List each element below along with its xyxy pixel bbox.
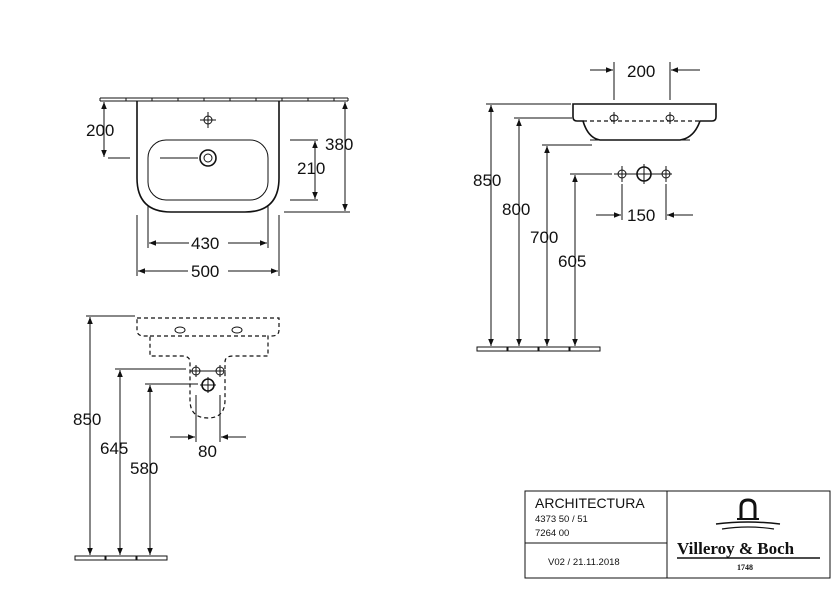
dim-430-top: 430	[191, 234, 219, 253]
brand-logo: Villeroy & Boch 1748	[677, 498, 820, 572]
basin-outline-top	[136, 101, 280, 213]
floor-line-side	[74, 555, 168, 561]
dim-800-front: 800	[502, 200, 530, 219]
tap-hole-top	[200, 112, 216, 128]
front-view: 200 150 850 800	[473, 62, 717, 352]
version-date: V02 / 21.11.2018	[548, 557, 620, 568]
dim-380-top: 380	[325, 135, 353, 154]
dim-580-side: 580	[130, 459, 158, 478]
supply-holes-side	[190, 365, 226, 393]
fixing-holes-front	[609, 112, 675, 124]
fixing-holes-side	[174, 326, 243, 334]
brand-name: Villeroy & Boch	[677, 539, 795, 558]
dim-80-side: 80	[198, 442, 217, 461]
basin-bowl-top	[147, 139, 269, 201]
dim-850-front: 850	[473, 171, 501, 190]
dim-200-top: 200	[86, 121, 114, 140]
dim-645-side: 645	[100, 439, 128, 458]
dim-500-top: 500	[191, 262, 219, 281]
dim-605-front: 605	[558, 252, 586, 271]
dim-850-side: 850	[73, 410, 101, 429]
supply-holes-front	[614, 164, 672, 184]
dim-200-front: 200	[627, 62, 655, 81]
brand-year: 1748	[737, 563, 753, 572]
article-numbers: 4373 50 / 51	[535, 514, 588, 525]
article-code: 7264 00	[535, 528, 569, 539]
basin-outline-front	[572, 103, 717, 141]
top-view: 200 380 210 430 500	[86, 97, 353, 281]
title-block: ARCHITECTURA 4373 50 / 51 7264 00 V02 / …	[524, 490, 831, 579]
wall-line-top	[99, 97, 349, 102]
drain-top	[160, 149, 217, 167]
side-view: 850 645 580 80	[73, 315, 280, 561]
dim-150-front: 150	[627, 206, 655, 225]
basin-outline-side	[136, 317, 280, 419]
dim-700-front: 700	[530, 228, 558, 247]
floor-line-front	[476, 346, 601, 352]
product-name: ARCHITECTURA	[535, 495, 645, 511]
dim-210-top: 210	[297, 159, 325, 178]
